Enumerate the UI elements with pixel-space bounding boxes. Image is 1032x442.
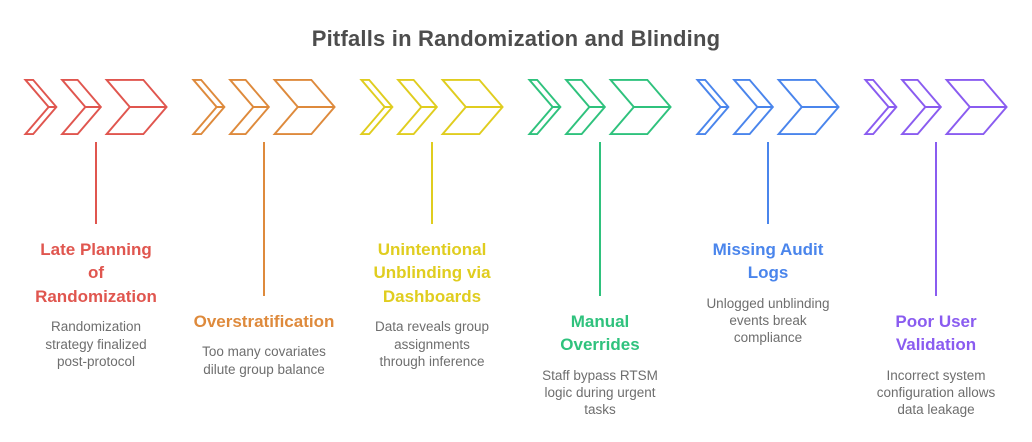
pitfall-column-poor-user-validation: Poor User Validation Incorrect system co… (852, 78, 1020, 418)
pitfall-heading: Poor User Validation (895, 312, 977, 355)
pitfall-heading: Unintentional Unblinding via Dashboards (373, 240, 491, 306)
connector-line (935, 142, 937, 296)
triple-chevron-icon (695, 78, 840, 136)
connector-line (95, 142, 97, 224)
pitfall-column-missing-audit-logs: Missing Audit Logs Unlogged unblinding e… (684, 78, 852, 418)
pitfall-heading: Manual Overrides (560, 312, 640, 355)
connector-line (431, 142, 433, 224)
triple-chevron-icon (359, 78, 504, 136)
pitfall-description: Randomization strategy finalized post-pr… (45, 319, 147, 369)
diagram-canvas: Pitfalls in Randomization and Blinding L… (0, 26, 1032, 442)
pitfall-heading: Missing Audit Logs (712, 240, 824, 283)
pitfall-column-manual-overrides: Manual Overrides Staff bypass RTSM logic… (516, 78, 684, 418)
pitfall-column-overstratification: Overstratification Too many covariates d… (180, 78, 348, 418)
pitfall-description: Staff bypass RTSM logic during urgent ta… (542, 367, 658, 418)
pitfall-heading: Late Planning of Randomization (35, 240, 157, 306)
triple-chevron-icon (191, 78, 336, 136)
pitfalls-row: Late Planning of Randomization Randomiza… (0, 78, 1032, 418)
connector-line (599, 142, 601, 296)
pitfall-description: Data reveals group assignments through i… (374, 319, 490, 369)
connector-line (767, 142, 769, 224)
pitfall-description: Too many covariates dilute group balance (202, 344, 326, 377)
pitfall-description: Incorrect system configuration allows da… (876, 367, 996, 418)
page-title: Pitfalls in Randomization and Blinding (311, 26, 721, 51)
pitfall-description: Unlogged unblinding events break complia… (706, 295, 830, 346)
pitfall-column-late-planning: Late Planning of Randomization Randomiza… (12, 78, 180, 418)
pitfall-column-unintentional-unblinding: Unintentional Unblinding via Dashboards … (348, 78, 516, 418)
triple-chevron-icon (527, 78, 672, 136)
pitfall-heading: Overstratification (193, 312, 335, 331)
triple-chevron-icon (863, 78, 1008, 136)
connector-line (263, 142, 265, 296)
triple-chevron-icon (23, 78, 168, 136)
